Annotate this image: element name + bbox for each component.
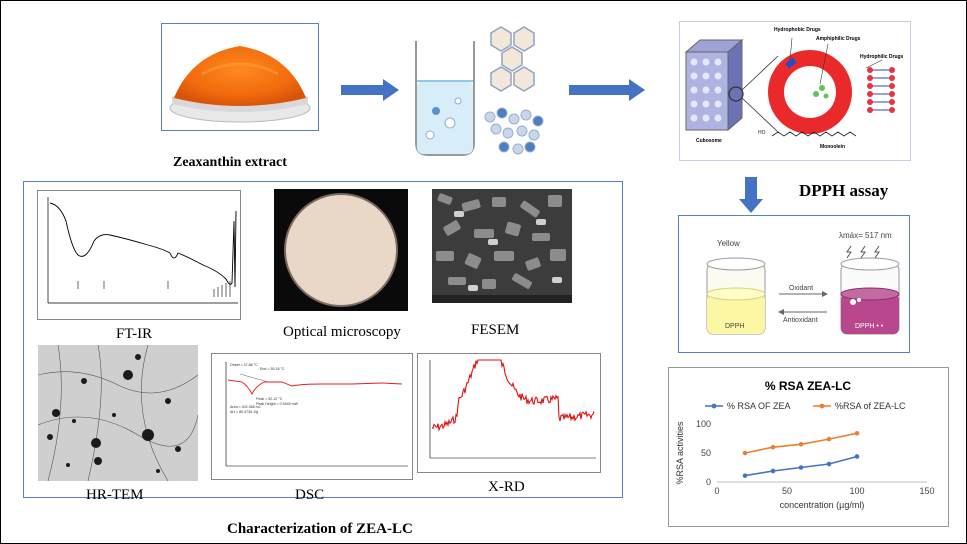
characterization-title: Characterization of ZEA-LC: [227, 521, 413, 537]
fesem-label: FESEM: [471, 322, 520, 338]
data-point-0-1: [770, 468, 776, 474]
x-tick-label-1: 50: [782, 486, 792, 496]
yellow-label: Yellow: [717, 239, 740, 248]
dsc-peak-height-label: Peak Height = 0.5445 mW: [256, 402, 299, 406]
data-point-1-3: [826, 436, 832, 442]
y-tick-label-2: 100: [696, 419, 711, 429]
dsc-area-label: Area = 402.368 mJ: [230, 405, 261, 409]
dsc-plot-frame: Onset = 47.86 °C End = 55.18 °C Peak = 5…: [211, 353, 413, 480]
data-point-1-1: [770, 444, 776, 450]
dpph-right-label: DPPH • •: [855, 323, 884, 330]
x-tick-label-2: 100: [849, 486, 864, 496]
oxidant-label: Oxidant: [789, 285, 813, 292]
y-axis-label: %RSA activities: [675, 421, 685, 485]
dpph-left-label: DPPH: [725, 323, 744, 330]
data-point-1-2: [798, 442, 804, 447]
cubosome-diagram-frame: HO Hydrophobic Drugs Amphiphilic Drugs H…: [679, 21, 911, 161]
x-tick-label-0: 0: [714, 486, 719, 496]
data-point-0-2: [798, 465, 804, 470]
data-point-1-0: [742, 450, 748, 456]
data-point-0-4: [854, 454, 860, 459]
antioxidant-label: Antioxidant: [783, 317, 818, 324]
xrd-plot-frame: [417, 353, 601, 473]
data-point-0-3: [826, 461, 832, 467]
arrow-right-icon: [341, 79, 399, 101]
dsc-label: DSC: [295, 487, 325, 503]
dsc-onset-label: Onset = 47.86 °C: [230, 363, 258, 367]
arrow-down-icon: [739, 177, 763, 213]
ftir-label: FT-IR: [116, 326, 153, 342]
lambda-max-label: λmáx= 517 nm: [839, 231, 892, 240]
dsc-peak-label: Peak = 52.12 °C: [256, 397, 283, 401]
hrtem-image: [37, 344, 199, 482]
dpph-reaction-diagram: Yellow λmáx= 517 nm Oxidant Antioxidant …: [706, 231, 900, 335]
legend-label-0: % RSA OF ZEA: [727, 401, 791, 411]
cubosome-diagram: HO Hydrophobic Drugs Amphiphilic Drugs H…: [684, 27, 904, 150]
y-tick-label-0: 0: [706, 477, 711, 487]
ftir-plot-frame: [37, 190, 241, 320]
y-tick-label-1: 50: [701, 448, 711, 458]
hydrophilic-drugs-label: Hydrophilic Drugs: [860, 54, 904, 60]
dsc-thermogram: Onset = 47.86 °C End = 55.18 °C Peak = 5…: [225, 362, 408, 467]
dsc-delta-h-label: ΔH = 80.4736 J/g: [230, 410, 258, 414]
cubosome-label: Cubosome: [696, 138, 722, 144]
dpph-assay-panel: Yellow λmáx= 517 nm Oxidant Antioxidant …: [678, 215, 910, 353]
zeaxanthin-image-frame: [161, 23, 319, 131]
x-tick-label-3: 150: [919, 486, 934, 496]
data-point-0-0: [742, 473, 748, 478]
zeaxanthin-powder-dish: [169, 46, 311, 123]
ftir-spectrum: [47, 197, 238, 304]
hydrophobic-drugs-label: Hydrophobic Drugs: [774, 27, 821, 33]
dsc-end-label: End = 55.18 °C: [260, 367, 285, 371]
dpph-assay-label: DPPH assay: [799, 181, 889, 200]
monoolein-label: Monoolein: [820, 144, 845, 150]
legend-marker-1: [819, 403, 825, 409]
xrd-pattern: [429, 359, 596, 459]
fesem-image: [432, 189, 572, 303]
legend-label-1: %RSA of ZEA-LC: [835, 401, 906, 411]
amphiphilic-drugs-label: Amphiphilic Drugs: [816, 36, 861, 42]
xrd-label: X-RD: [488, 479, 525, 495]
svg-text:HO: HO: [758, 130, 766, 136]
fesem-micrograph: [432, 189, 572, 303]
rsa-line-chart: % RSA ZEA-LC % RSA OF ZEA %RSA of ZEA-LC 0 5…: [675, 379, 935, 510]
rsa-chart-frame: % RSA ZEA-LC % RSA OF ZEA %RSA of ZEA-LC 0 5…: [668, 367, 949, 527]
data-point-1-4: [854, 430, 860, 436]
x-axis-label: concentration (µg/ml): [780, 500, 865, 510]
optical-microscopy-circle: [274, 189, 408, 311]
hrtem-label: HR-TEM: [86, 487, 144, 503]
zeaxanthin-label: Zeaxanthin extract: [173, 155, 287, 170]
beaker-dispersion-illustration: [415, 26, 544, 156]
optical-microscopy-image: [274, 189, 408, 311]
optical-microscopy-label: Optical microscopy: [283, 324, 401, 340]
legend-marker-0: [711, 403, 717, 409]
hrtem-micrograph: [37, 344, 199, 482]
chart-title: % RSA ZEA-LC: [765, 379, 852, 393]
arrow-right-icon: [569, 79, 645, 101]
